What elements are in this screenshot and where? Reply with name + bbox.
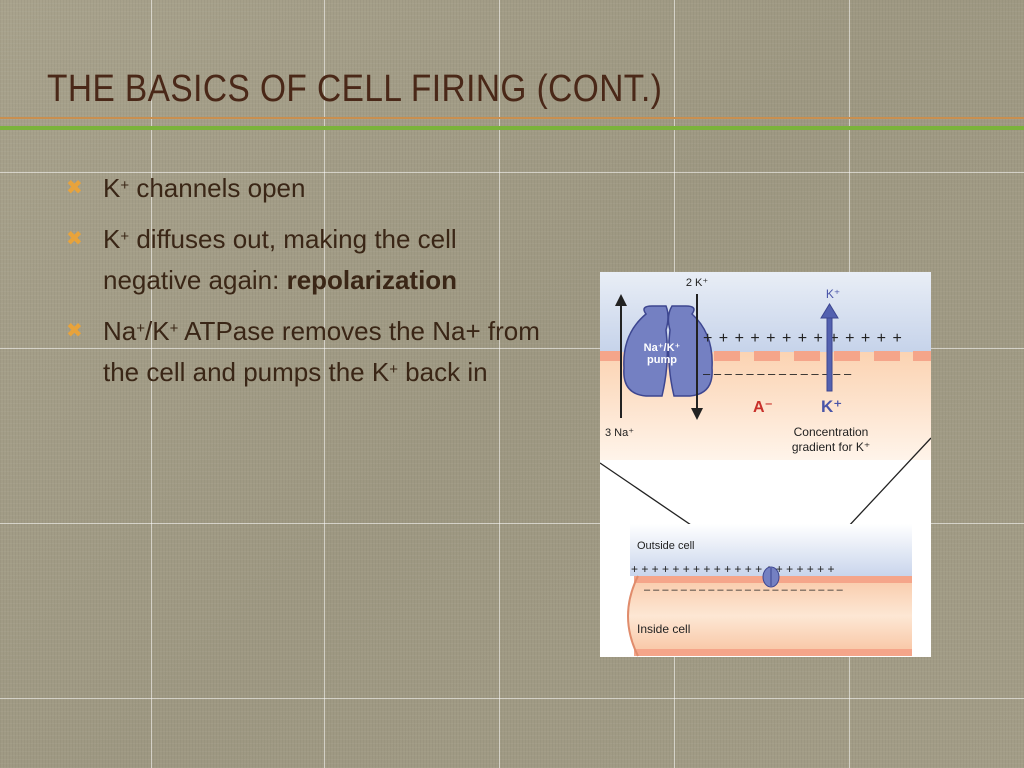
grid-line (151, 0, 152, 768)
negative-charges-bottom: – – – – – – – – – – – – – – – – – – – – … (644, 584, 844, 596)
grid-line (0, 698, 1024, 699)
bullet-list: ✖ K+ channels open ✖ K+ diffuses out, ma… (66, 168, 546, 403)
gradient-label: Concentration (794, 425, 869, 439)
svg-text:pump: pump (647, 354, 677, 366)
small-pump-icon (762, 566, 780, 588)
x-bullet-icon: ✖ (66, 320, 83, 342)
k-top-label: K⁺ (826, 287, 840, 301)
k-in-arrow (691, 294, 703, 420)
k-mid-label: K⁺ (821, 397, 842, 416)
na-k-pump: Na⁺/K⁺ pump (623, 305, 713, 397)
na-out-arrow (615, 294, 627, 418)
slide-title: THE BASICS OF CELL FIRING (CONT.) (47, 68, 663, 110)
term-repolarization: repolarization (286, 265, 458, 295)
grid-line (499, 0, 500, 768)
negative-charges: – – – – – – – – – – – – – – (703, 366, 852, 381)
x-bullet-icon: ✖ (66, 177, 83, 199)
grid-line (0, 172, 1024, 173)
title-rule-green (0, 126, 1024, 130)
grid-line (0, 348, 1024, 349)
svg-text:Na⁺/K⁺: Na⁺/K⁺ (644, 342, 681, 354)
bullet-item: ✖ K+ diffuses out, making the cell negat… (66, 219, 546, 301)
bullet-item: ✖ K+ channels open (66, 168, 546, 209)
positive-charges-bottom: + + + + + + + + + + + + + + + + + + + + (631, 562, 835, 576)
inside-cell-label: Inside cell (637, 622, 690, 636)
two-k-label: 2 K⁺ (686, 277, 709, 289)
bullet-item: ✖ Na+/K+ ATPase removes the Na+ from the… (66, 311, 546, 393)
membrane-diagram: Na⁺/K⁺ pump 2 K⁺ 3 Na⁺ + + + + + + + + +… (600, 272, 931, 657)
k-efflux-arrow (820, 303, 839, 392)
x-bullet-icon: ✖ (66, 228, 83, 250)
anion-label: A⁻ (753, 399, 773, 416)
grid-line (324, 0, 325, 768)
gradient-label: gradient for K⁺ (792, 440, 870, 454)
three-na-label: 3 Na⁺ (605, 427, 634, 439)
positive-charges: + + + + + + + + + + + + + (703, 330, 903, 347)
title-rule-orange (0, 117, 1024, 119)
outside-cell-label: Outside cell (637, 540, 694, 552)
grid-line (0, 523, 1024, 524)
